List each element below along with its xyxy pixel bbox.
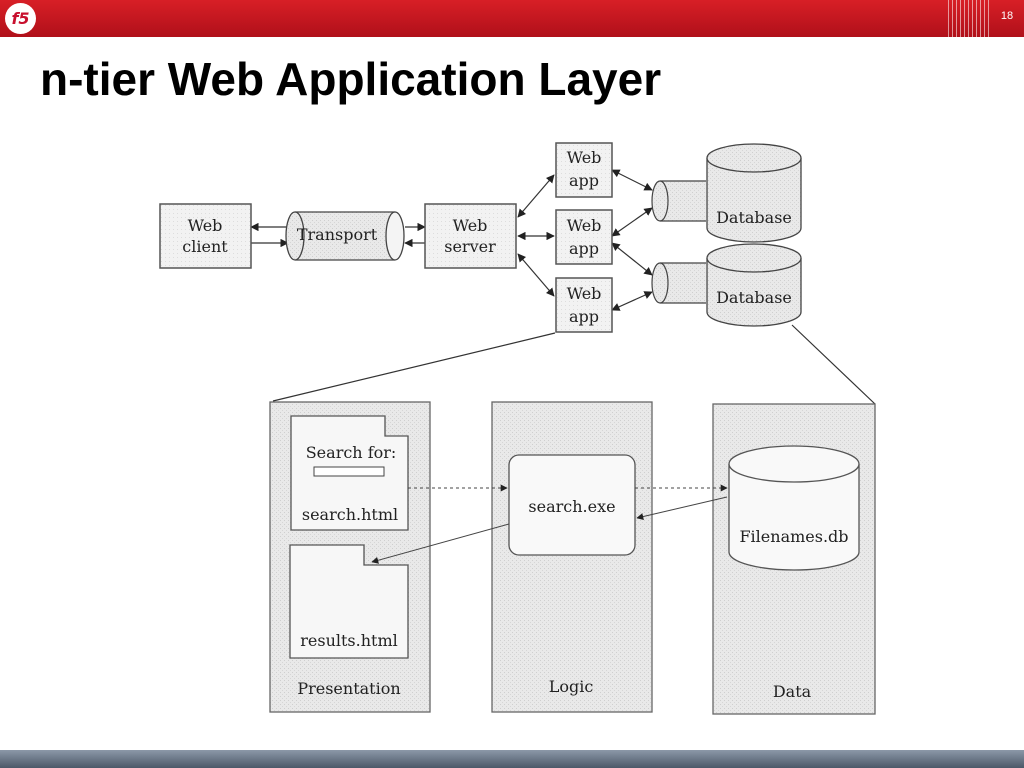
db-pipe-upper <box>651 180 706 222</box>
search-exe-box: search.exe <box>508 454 636 556</box>
filenames-db-cylinder: Filenames.db <box>728 445 860 571</box>
database-cylinder-lower: Database <box>706 243 802 327</box>
search-html-page: Search for: search.html <box>290 415 409 531</box>
database-label-upper: Database <box>716 208 792 227</box>
web-client-box: Web client <box>159 203 252 269</box>
f5-logo: f5 <box>5 3 36 34</box>
web-server-label-line1: Web <box>453 216 488 235</box>
web-app-1-line2: app <box>569 171 599 190</box>
web-app-3-line1: Web <box>567 284 602 303</box>
results-html-page: results.html <box>289 544 409 659</box>
database-label-lower: Database <box>716 288 792 307</box>
slide-number: 18 <box>1000 10 1014 22</box>
results-html-label: results.html <box>300 631 398 650</box>
db-pipe-lower <box>651 262 706 304</box>
web-app-box: Web app <box>555 277 613 333</box>
logic-tier-panel: Logic <box>491 401 653 713</box>
web-app-1-line1: Web <box>567 148 602 167</box>
search-html-label: search.html <box>302 505 398 524</box>
web-server-box: Web server <box>424 203 517 269</box>
logic-tier-label: Logic <box>549 677 594 696</box>
transport-pipe: Transport <box>285 211 405 261</box>
header-stripes <box>948 0 990 37</box>
web-app-2-line1: Web <box>567 216 602 235</box>
search-exe-label: search.exe <box>528 497 615 516</box>
web-client-label-line2: client <box>182 237 228 256</box>
web-app-2-line2: app <box>569 239 599 258</box>
header-bar: f5 18 <box>0 0 1024 37</box>
data-tier-label: Data <box>773 682 812 701</box>
filenames-db-label: Filenames.db <box>739 527 848 546</box>
top-connectors <box>250 169 876 405</box>
transport-label: Transport <box>297 225 378 244</box>
web-client-label-line1: Web <box>188 216 223 235</box>
web-server-label-line2: server <box>444 237 496 256</box>
search-for-label: Search for: <box>306 443 397 462</box>
web-app-box: Web app <box>555 209 613 265</box>
bottom-connectors <box>371 484 728 564</box>
footer-bar <box>0 750 1024 768</box>
search-field <box>313 466 385 477</box>
web-app-box: Web app <box>555 142 613 198</box>
slide-title: n-tier Web Application Layer <box>40 53 662 105</box>
presentation-tier-label: Presentation <box>297 679 400 698</box>
database-cylinder-upper: Database <box>706 143 802 243</box>
web-app-3-line2: app <box>569 307 599 326</box>
